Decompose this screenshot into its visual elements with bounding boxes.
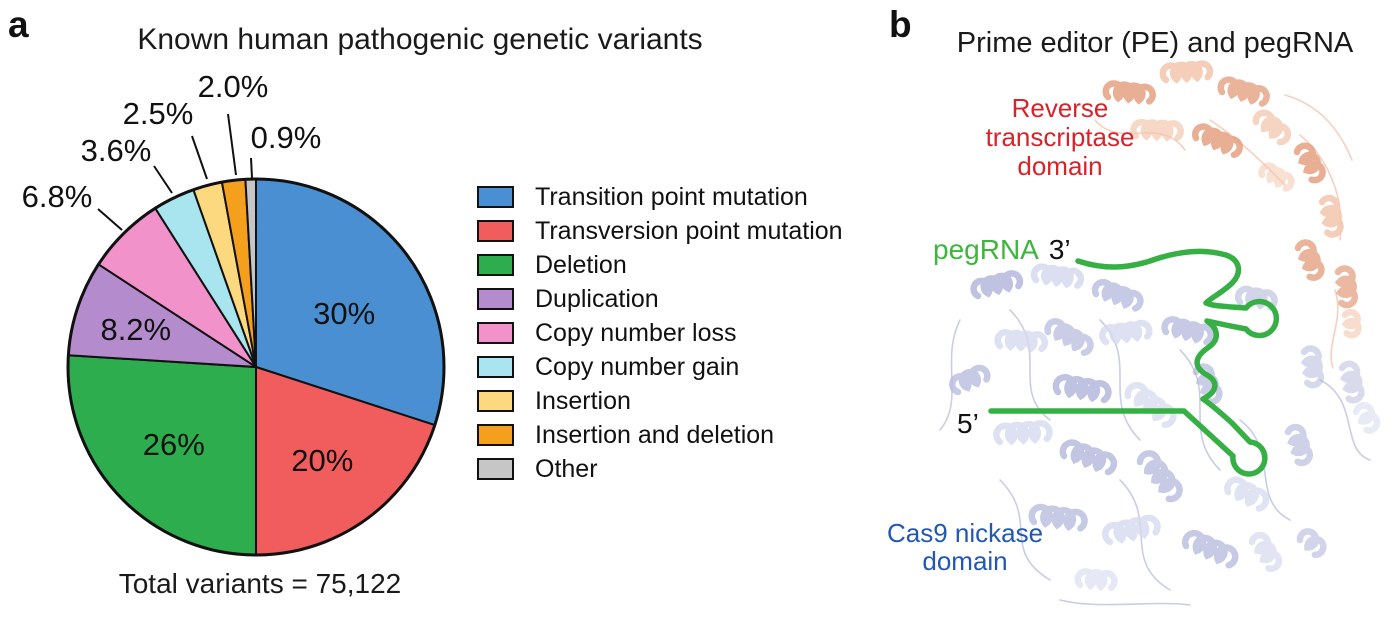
protein-structure-illustration	[880, 0, 1400, 612]
legend-swatch	[477, 186, 514, 208]
legend-item: Insertion	[477, 384, 843, 418]
pie-percentage-label: 8.2%	[100, 312, 171, 347]
pie-percentage-label: 30%	[313, 296, 375, 331]
legend-item: Duplication	[477, 282, 843, 316]
panel-b-title: Prime editor (PE) and pegRNA	[956, 27, 1354, 59]
rt-label-line1: Reverse	[1011, 93, 1109, 123]
legend-swatch	[477, 220, 514, 242]
legend-label: Transversion point mutation	[535, 216, 843, 245]
pie-percentage-label: 20%	[291, 443, 353, 478]
legend-label: Transition point mutation	[535, 182, 808, 211]
three-prime-end-label: 3’	[1048, 234, 1071, 265]
pie-leader-line	[153, 165, 173, 194]
pie-chart: 30% 20% 26% 8.2% 6.8% 3.6%2.5%2.0% 0.9%	[22, 69, 446, 557]
cas9-label-line2: domain	[922, 546, 1008, 576]
legend-swatch	[477, 322, 514, 344]
legend-swatch	[477, 356, 514, 378]
legend-swatch	[477, 458, 514, 480]
cas9-label-line1: Cas9 nickase	[886, 518, 1044, 548]
pegrna-label: pegRNA 3’	[933, 234, 1071, 266]
pie-leader-line	[97, 208, 123, 231]
pegrna-word: pegRNA	[933, 234, 1039, 265]
legend-item: Copy number loss	[477, 316, 843, 350]
pie-percentage-label: 2.0%	[198, 69, 269, 104]
pie-chart-container: 30% 20% 26% 8.2% 6.8% 3.6%2.5%2.0% 0.9%	[22, 69, 446, 557]
legend-label: Insertion and deletion	[535, 420, 775, 449]
rt-label-line3: domain	[1017, 151, 1103, 181]
legend-item: Transition point mutation	[477, 180, 843, 214]
protein-structure-svg	[939, 60, 1381, 606]
legend-label: Copy number gain	[535, 352, 740, 381]
legend-swatch	[477, 424, 514, 446]
legend-item: Deletion	[477, 248, 843, 282]
pie-leader-line	[227, 113, 237, 176]
rt-label-line2: transcriptase	[985, 122, 1135, 152]
reverse-transcriptase-domain-label: Reverse transcriptase domain	[970, 94, 1150, 181]
legend-swatch	[477, 288, 514, 310]
pegrna-strand	[988, 248, 1280, 477]
pie-percentage-label: 3.6%	[81, 133, 152, 168]
pie-percentage-label: 26%	[143, 427, 205, 462]
legend-swatch	[477, 254, 514, 276]
total-variants-caption: Total variants = 75,122	[118, 568, 402, 599]
legend-item: Copy number gain	[477, 350, 843, 384]
legend-item: Transversion point mutation	[477, 214, 843, 248]
pie-outline	[66, 177, 446, 557]
panel-a-label: a	[8, 4, 29, 45]
cas9-domain-ribbon	[939, 263, 1381, 606]
legend-label: Duplication	[535, 284, 659, 313]
legend-swatch	[477, 390, 514, 412]
legend-label: Insertion	[535, 386, 631, 415]
legend-label: Copy number loss	[535, 318, 737, 347]
legend-item: Other	[477, 452, 843, 486]
pie-leader-line	[191, 135, 208, 180]
pie-leader-line	[250, 157, 253, 179]
pie-percentage-label: 0.9%	[251, 120, 322, 155]
legend-label: Other	[535, 454, 598, 483]
panel-b-label: b	[889, 4, 912, 45]
legend-item: Insertion and deletion	[477, 418, 843, 452]
pie-percentage-label: 6.8%	[22, 179, 93, 214]
five-prime-end-label: 5’	[957, 408, 979, 439]
rt-domain-ribbon	[1094, 60, 1362, 369]
cas9-nickase-domain-label: Cas9 nickase domain	[875, 519, 1055, 575]
panel-a-title: Known human pathogenic genetic variants	[137, 23, 703, 56]
pie-percentage-label: 2.5%	[123, 96, 194, 131]
legend-label: Deletion	[535, 250, 627, 279]
